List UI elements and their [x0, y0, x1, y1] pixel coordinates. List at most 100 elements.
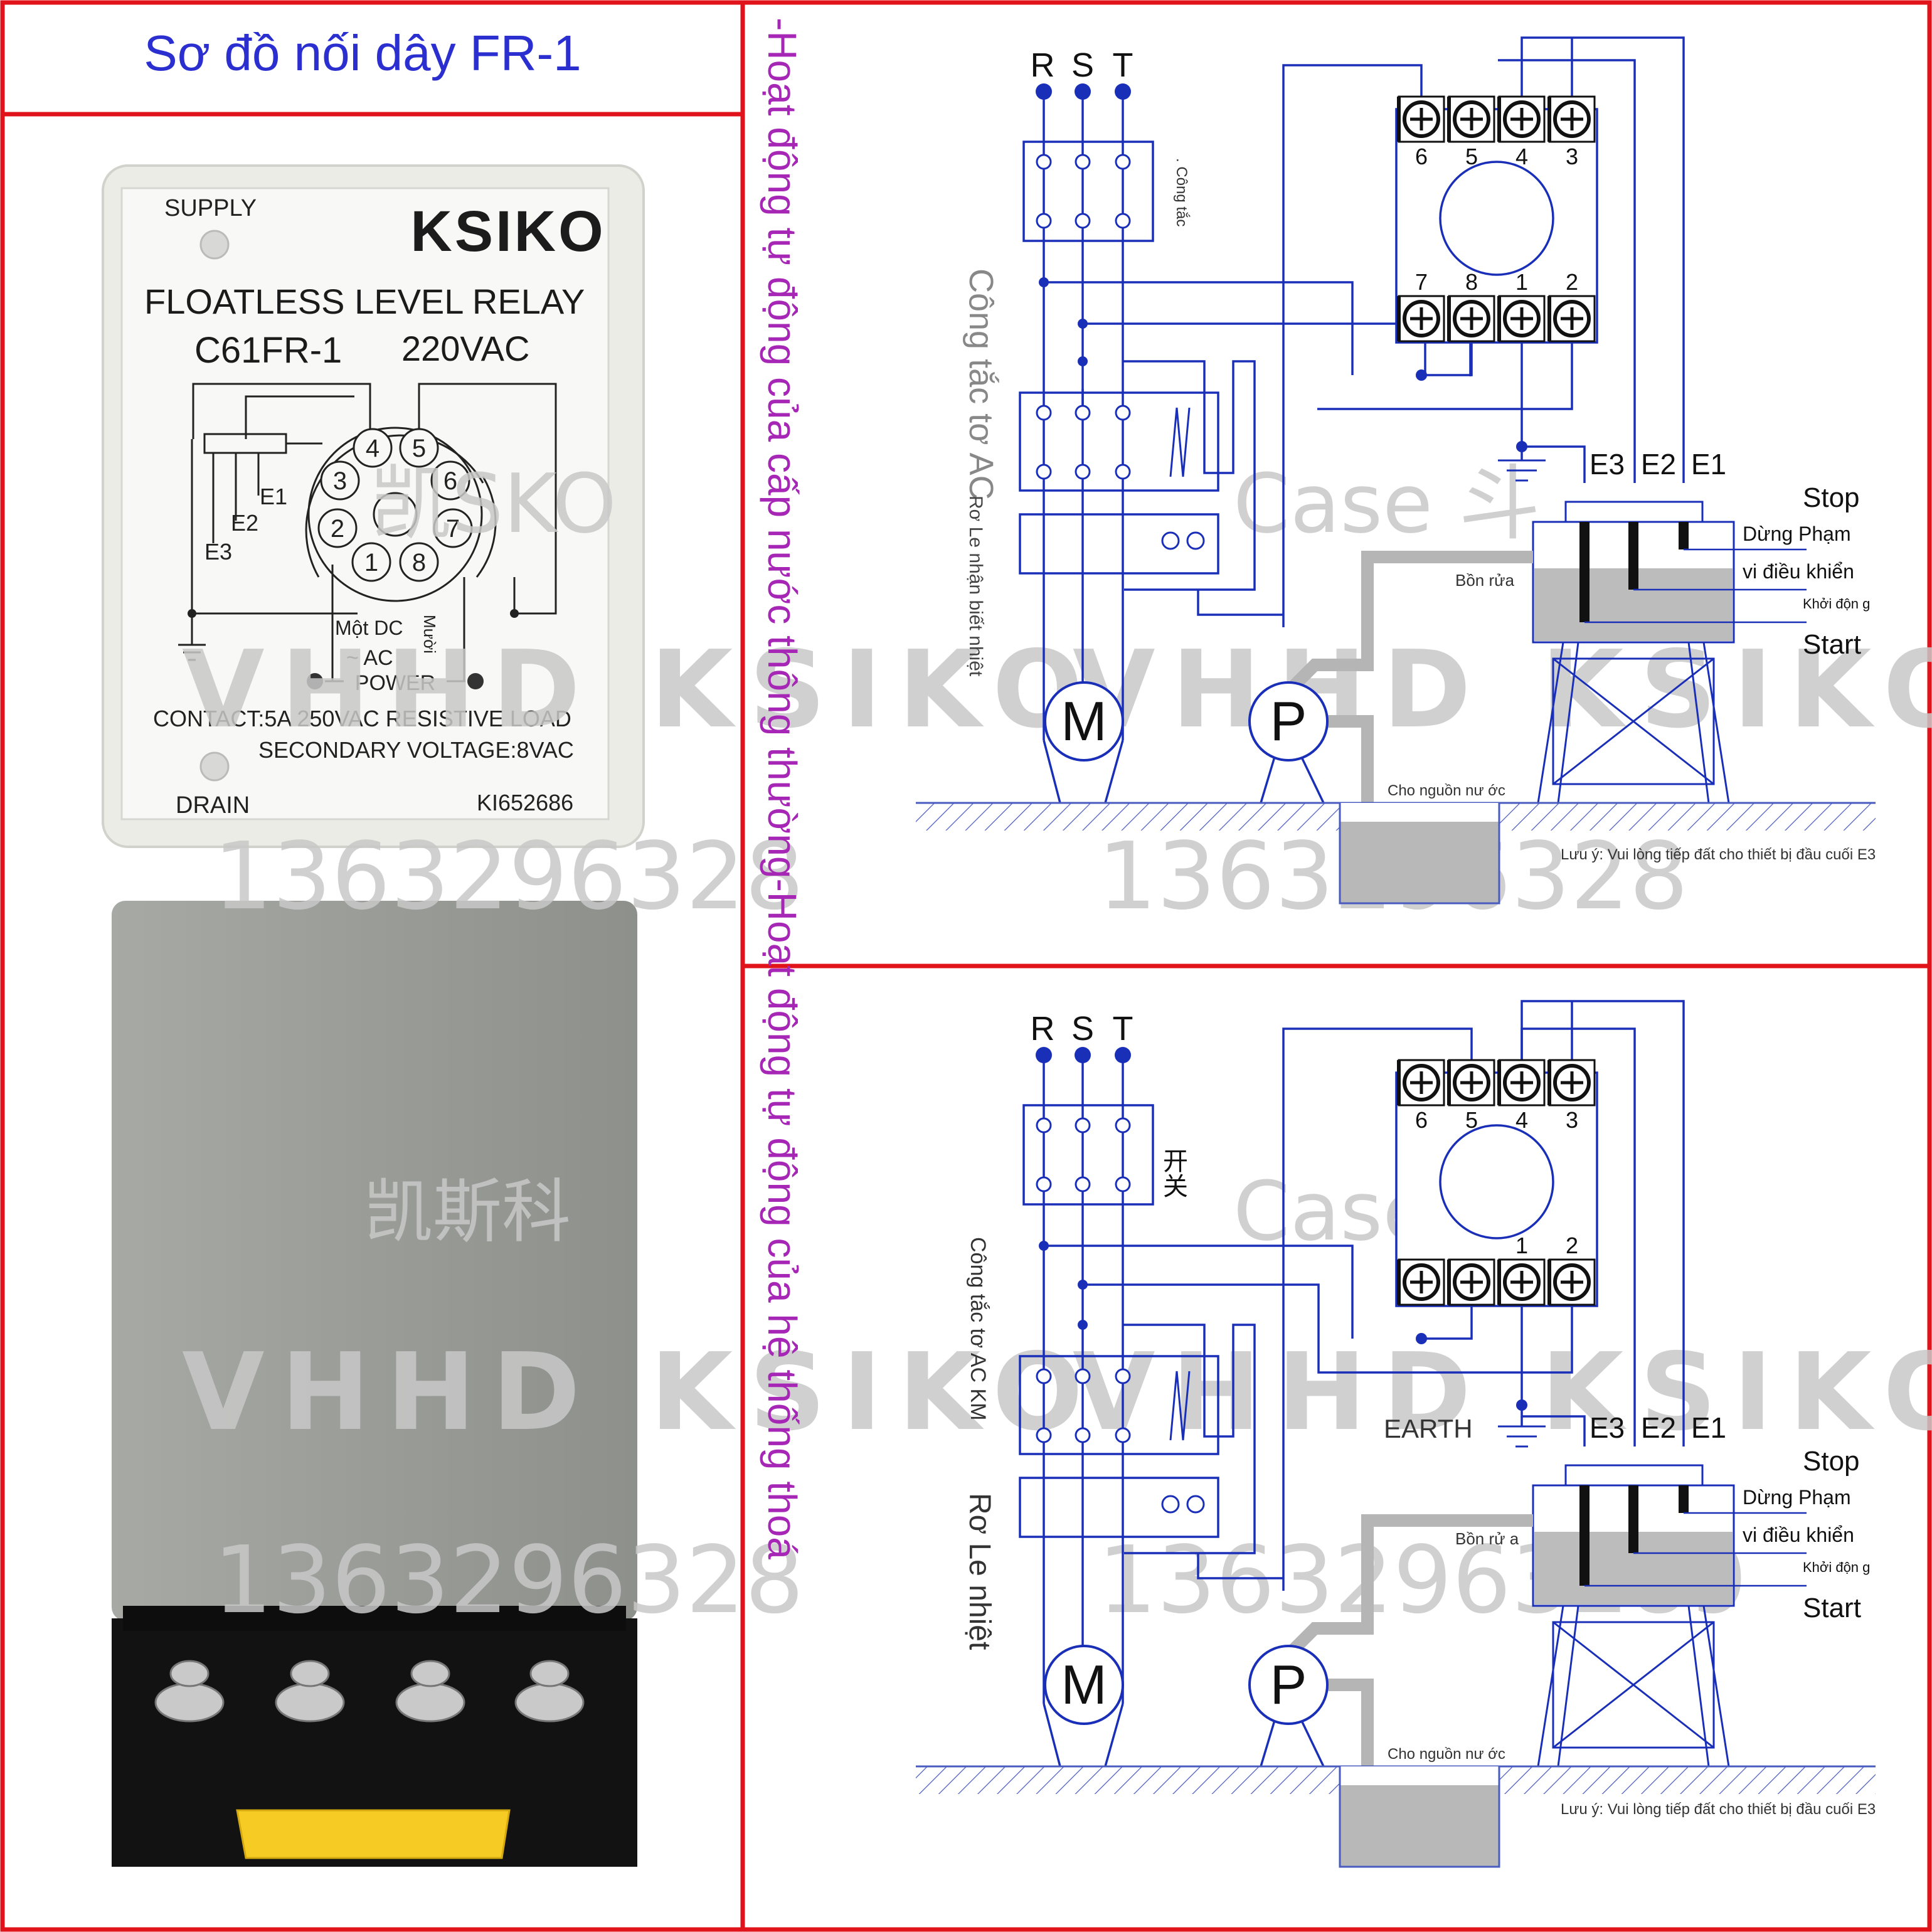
relay-cover [112, 901, 637, 1621]
watermark-vhhd-2: VHHD KSIKO [182, 1330, 1099, 1455]
bottom-tank [1532, 1464, 1807, 1767]
bottom-contactor-label: Công tắc tơ AC KM [966, 1237, 990, 1421]
face-dot-right [510, 609, 519, 618]
bottom-motor [1044, 1645, 1124, 1725]
top-contactor-label: Công tắc tơ AC [962, 268, 1000, 500]
top-motor [1044, 681, 1124, 762]
bottom-electrode-e2: E2 [1641, 1411, 1676, 1444]
bottom-coil [1169, 1371, 1191, 1441]
base-clip [236, 1809, 511, 1859]
socket-center [373, 492, 418, 537]
socket-outline [307, 427, 483, 602]
supply-voltage: 220VAC [401, 329, 529, 368]
bottom-electrode-labels: E3 E2 E1 [1590, 1411, 1726, 1444]
bottom-tank-label: Bồn rử a [1455, 1529, 1519, 1548]
bottom-phase-nodes [1036, 1047, 1527, 1411]
bottom-terminal-2: 2 [1566, 1233, 1578, 1258]
bottom-stop-sub: Dừng Phạm [1743, 1486, 1851, 1509]
bottom-pump-label: P [1270, 1653, 1307, 1716]
socket-pins [317, 428, 473, 582]
bottom-motor-label: M [1061, 1653, 1107, 1716]
top-pump-label: P [1270, 690, 1307, 752]
top-earth-symbol [1498, 459, 1546, 482]
top-terminal-4: 4 [1515, 144, 1528, 169]
model-number: C61FR-1 [194, 330, 342, 371]
top-terminal-1: 1 [1515, 269, 1528, 295]
top-switch-contacts [1036, 154, 1205, 550]
face-e3-label: E3 [204, 539, 232, 565]
top-electrode-e3: E3 [1590, 448, 1625, 480]
bottom-switch-label: 开关 [1159, 1148, 1187, 1198]
power-terminal-right [467, 673, 484, 689]
bottom-thermal-label: Rơ Le nhiệt [963, 1493, 996, 1650]
bottom-pump [1248, 1645, 1329, 1725]
top-phase-labels: R S T [1031, 46, 1133, 84]
bottom-terminal-numbers: 6 5 4 3 1 2 [1415, 1107, 1578, 1258]
face-e1-label: E1 [260, 484, 287, 509]
bottom-earth-label: EARTH [1384, 1414, 1473, 1443]
watermark-phone-2: 1363296328 [213, 1526, 804, 1634]
watermark-phone-1: 1363296328 [213, 822, 804, 930]
bottom-source-label: Cho nguồn nư ớc [1388, 1746, 1505, 1763]
top-terminal-7: 7 [1415, 269, 1428, 295]
top-stop-sub: Dừng Phạm [1743, 523, 1851, 545]
watermark-ksko: 凯SKO [370, 456, 617, 551]
base-lip [123, 1606, 626, 1631]
bottom-electrode-e1: E1 [1691, 1411, 1726, 1444]
top-electrode-e1: E1 [1691, 448, 1726, 480]
supply-led [199, 230, 230, 260]
top-motor-label: M [1061, 690, 1107, 752]
bottom-stop: Stop [1803, 1446, 1860, 1477]
serial-number: KI652686 [477, 790, 573, 815]
bottom-terminal-4: 4 [1515, 1107, 1528, 1133]
top-terminal-5: 5 [1465, 144, 1478, 169]
face-ac-label: ~ AC [346, 646, 393, 670]
bottom-electrode-e3: E3 [1590, 1411, 1625, 1444]
top-note: Lưu ý: Vui lòng tiếp đất cho thiết bị đầ… [1561, 846, 1876, 863]
watermark-case-1: Case 斗 [1233, 456, 1540, 551]
top-controller: vi điều khiển [1743, 560, 1854, 583]
top-terminal-numbers: 6 5 4 3 7 8 1 2 [1415, 144, 1578, 295]
top-electrode-e2: E2 [1641, 448, 1676, 480]
schematic-bottom: R S T [916, 1000, 1876, 1868]
watermark-chinese: 凯斯科 [364, 1172, 571, 1252]
top-switch-label: . Công tắc [1173, 158, 1190, 226]
top-electrode-labels: E3 E2 E1 [1590, 448, 1726, 480]
top-phase-t: T [1113, 46, 1133, 84]
top-pipe-down [1327, 715, 1374, 828]
bottom-terminal-3: 3 [1566, 1107, 1578, 1133]
top-phase-r: R [1031, 46, 1055, 84]
watermark-vhhd-1: VHHD KSIKO [182, 628, 1099, 752]
pin-label-1: 1 [364, 549, 378, 576]
drain-led [199, 751, 230, 782]
bottom-controller: vi điều khiển [1743, 1524, 1854, 1546]
top-coil [1169, 407, 1191, 477]
bottom-start: Start [1803, 1593, 1861, 1623]
top-ground [916, 802, 1876, 905]
top-start-sub: Khởi độn g [1803, 596, 1870, 612]
top-tank-label: Bồn rửa [1455, 571, 1515, 590]
bottom-ground [916, 1765, 1876, 1868]
pin-label-4: 4 [366, 435, 380, 462]
base-terminals [154, 1660, 585, 1722]
vertical-title: -Hoạt động tự động của cấp nước thông th… [760, 18, 805, 1559]
top-phase-nodes [1036, 83, 1527, 452]
bottom-terminal-5: 5 [1465, 1107, 1478, 1133]
top-tank [1532, 501, 1807, 804]
relay-side-view [112, 901, 637, 1867]
bottom-pipe-down [1327, 1679, 1374, 1791]
product-name: FLOATLESS LEVEL RELAY [144, 282, 585, 321]
relay-unit: SUPPLY KSIKO FLOATLESS LEVEL RELAY C61FR… [102, 164, 645, 848]
bottom-note: Lưu ý: Vui lòng tiếp đất cho thiết bị đầ… [1561, 1801, 1876, 1818]
bottom-terminal-6: 6 [1415, 1107, 1428, 1133]
bottom-phase-s: S [1071, 1010, 1094, 1048]
watermark-vhhd-3: VHHD KSIKO [1073, 628, 1932, 752]
top-stop: Stop [1803, 482, 1860, 513]
top-terminal-8: 8 [1465, 269, 1478, 295]
relay-faceplate [120, 187, 610, 820]
top-thermal-label: Rơ Le nhận biết nhiệt [965, 496, 986, 677]
top-terminal-3: 3 [1566, 144, 1578, 169]
